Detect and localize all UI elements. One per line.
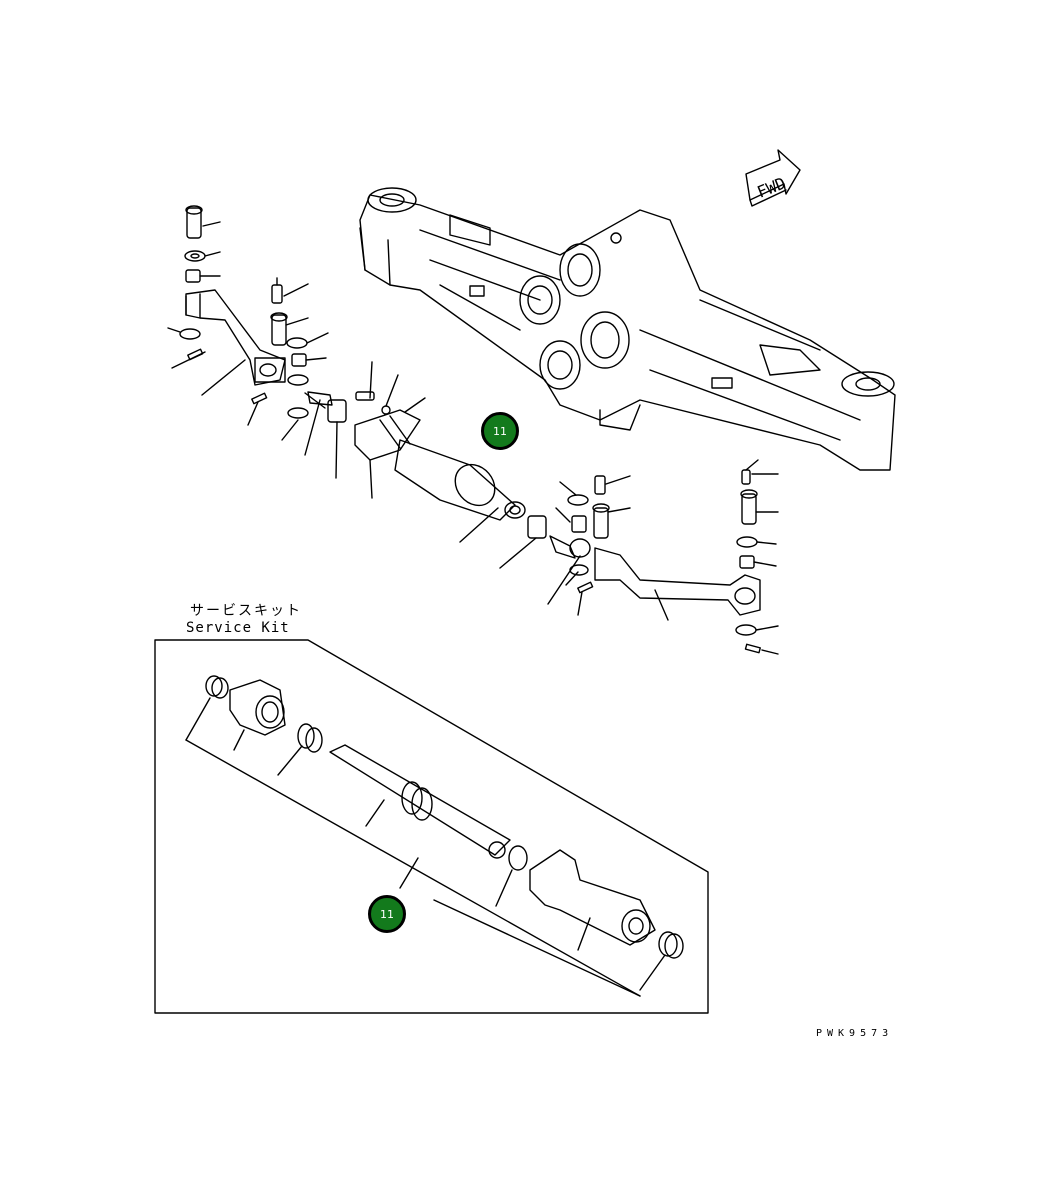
callout-11-lower[interactable]: 11 <box>368 895 406 933</box>
left-pin-stack <box>167 205 286 426</box>
right-cylinder-end <box>499 475 631 616</box>
drawing-code: PWK9573 <box>816 1028 894 1039</box>
service-kit-title-jp: サービスキット <box>190 603 302 619</box>
axle-housing <box>359 187 896 471</box>
service-kit-box <box>154 639 709 1014</box>
fwd-label: FWD <box>754 173 788 201</box>
steering-cylinder <box>354 397 526 543</box>
callout-11-upper[interactable]: 11 <box>481 412 519 450</box>
fwd-arrow-icon: FWD <box>745 149 801 207</box>
grease-fitting-left <box>270 277 399 479</box>
service-kit-title-en: Service Kit <box>186 620 290 636</box>
service-kit-parts <box>185 675 684 997</box>
tie-rod-right <box>594 459 779 655</box>
